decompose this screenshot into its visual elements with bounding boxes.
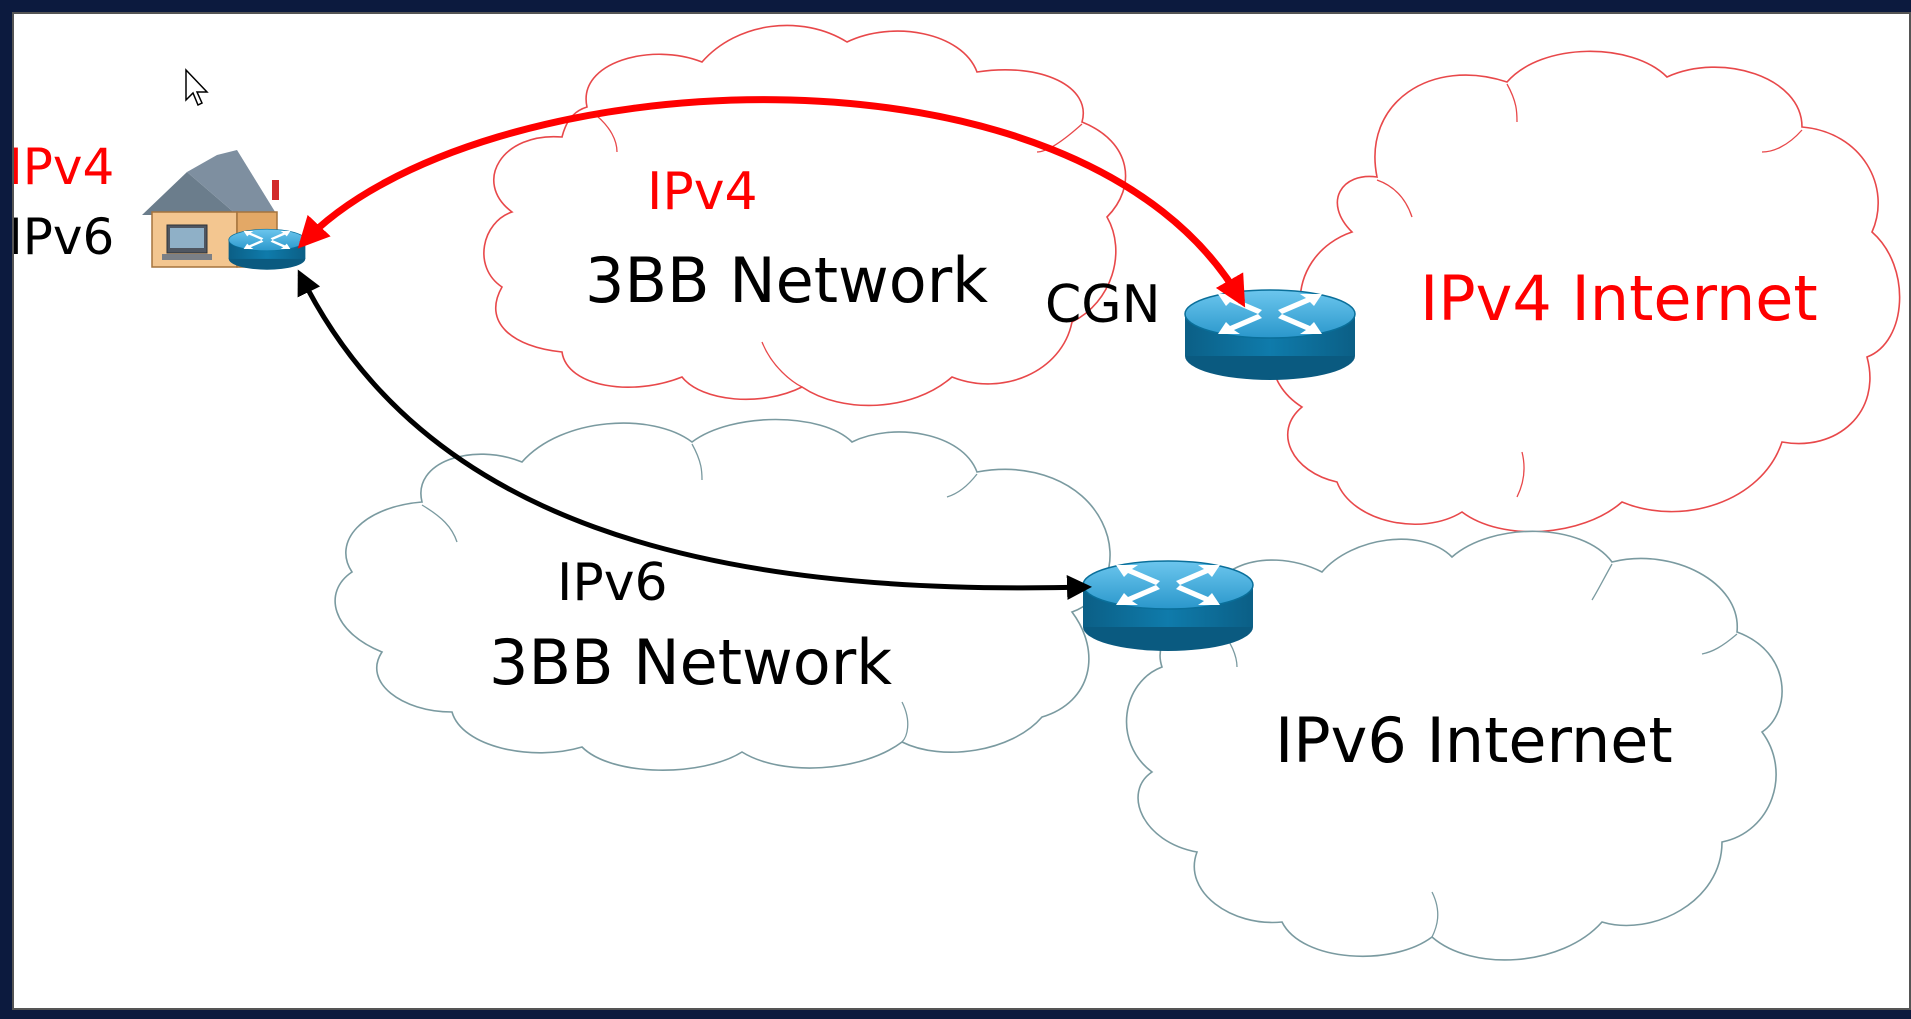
- ipv6-isp-protocol-label: IPv6: [557, 553, 668, 613]
- ipv4-internet-label: IPv4 Internet: [1420, 262, 1818, 335]
- network-diagram: IPv4 IPv6 IPv4 3BB Network CGN IPv4 Inte…: [8, 24, 1901, 961]
- ipv6-internet-label: IPv6 Internet: [1275, 704, 1673, 777]
- ipv4-isp-cloud: [483, 24, 1127, 407]
- ipv6-border-router-icon: [1082, 560, 1254, 652]
- home-ipv4-label: IPv4: [14, 138, 114, 196]
- cgn-label: CGN: [1045, 275, 1161, 335]
- ipv6-isp-name-label: 3BB Network: [489, 626, 892, 699]
- ipv6-isp-cloud: [334, 418, 1111, 771]
- cursor-icon: [185, 68, 209, 107]
- home-ipv6-label: IPv6: [14, 208, 114, 266]
- ipv6-path-arrow: [297, 269, 1092, 601]
- home-router-icon: [228, 228, 306, 271]
- cgn-router-icon: [1184, 289, 1356, 381]
- ipv4-isp-name-label: 3BB Network: [585, 244, 988, 317]
- diagram-canvas: IPv4 IPv6 IPv4 3BB Network CGN IPv4 Inte…: [8, 12, 1911, 1010]
- ipv4-path-arrow: [297, 96, 1246, 308]
- ipv6-internet-cloud: [1125, 530, 1783, 961]
- ipv4-isp-protocol-label: IPv4: [647, 162, 758, 222]
